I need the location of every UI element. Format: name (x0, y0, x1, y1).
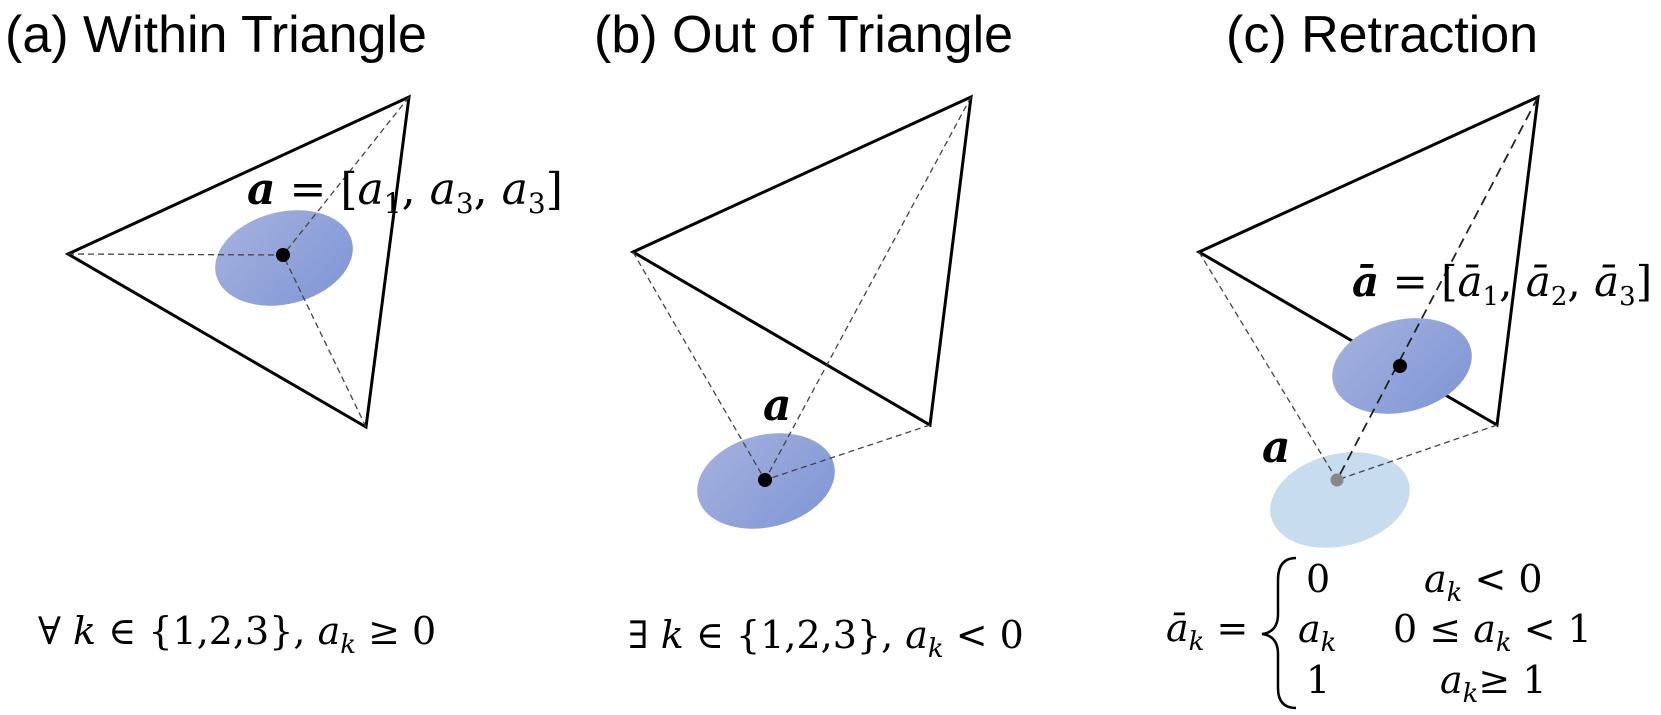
piecewise-brace (1261, 556, 1297, 710)
panel-c-original-label: a (1262, 422, 1291, 473)
piecewise-case-3-value: 1 (1306, 658, 1330, 702)
panel-b-point (758, 473, 772, 487)
piecewise-case-2-value: ak (1298, 607, 1336, 658)
panel-c-point-label: ā = [ā1, ā2, ā3] (1352, 257, 1652, 312)
panel-a-point-label: a = [a1, a3, a3] (247, 164, 563, 220)
panel-a-condition: ∀ k ∈ {1,2,3}, ak ≥ 0 (38, 609, 436, 660)
piecewise-case-1-value: 0 (1306, 557, 1330, 601)
panel-c-triangle (1195, 94, 1540, 428)
panel-b-condition: ∃ k ∈ {1,2,3}, ak < 0 (628, 613, 1024, 664)
panel-b-dash-right (764, 424, 931, 481)
piecewise-case-1-condition: ak < 0 (1424, 557, 1543, 608)
panel-c-piecewise: āk = 0 ak < 0 ak 0 ≤ ak < 1 1 ak≥ 1 (1166, 556, 1592, 710)
panel-c-dash-retraction (1336, 96, 1539, 481)
panel-c-title: (c) Retraction (1226, 6, 1538, 64)
panel-a-title: (a) Within Triangle (5, 6, 427, 64)
panel-b-dash-top (764, 96, 972, 481)
panel-c-retracted-point (1393, 359, 1407, 373)
panel-a-dash-left (67, 253, 284, 256)
panel-a-triangle (64, 94, 411, 430)
piecewise-case-2-condition: 0 ≤ ak < 1 (1393, 607, 1592, 658)
panel-a-dash-bottom (282, 254, 367, 428)
panel-c-original-point (1330, 473, 1344, 487)
panel-b-dash-left (632, 251, 766, 481)
panel-c-dash-right (1336, 424, 1498, 481)
piecewise-lhs: āk = (1166, 606, 1248, 657)
panel-c-original-ellipse (1270, 452, 1410, 548)
panel-a-point (276, 248, 290, 262)
panel-b-triangle (629, 94, 973, 428)
panel-c: (c) Retraction a ā = [ā1, ā2, ā3] āk = 0… (1166, 6, 1652, 710)
panel-b-point-label: a (763, 380, 792, 431)
piecewise-case-3-condition: ak≥ 1 (1440, 658, 1547, 709)
panel-a-dash-top (282, 96, 410, 256)
panel-c-dash-left (1198, 251, 1338, 481)
panel-b: (b) Out of Triangle a ∃ k ∈ {1,2,3}, ak … (594, 6, 1024, 664)
panel-b-title: (b) Out of Triangle (594, 6, 1013, 64)
panel-a: (a) Within Triangle a = [a1, a3, a3] ∀ k… (5, 6, 563, 660)
